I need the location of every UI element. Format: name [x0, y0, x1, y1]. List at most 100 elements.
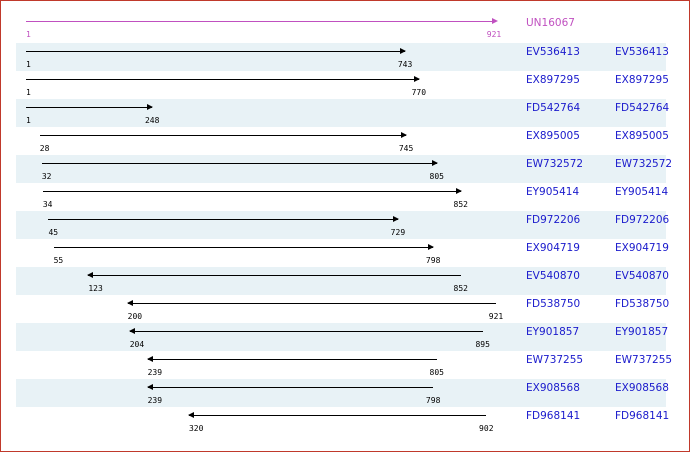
hit-accession-link-alt[interactable]: EV536413: [615, 46, 669, 58]
hit-row: 28 745 EX895005 EX895005: [16, 127, 669, 155]
hit-start-label: 32: [41, 172, 52, 181]
hit-start-label: 1: [26, 60, 31, 69]
hit-accession-link[interactable]: EV536413: [526, 46, 580, 58]
arrow-right-icon: [431, 160, 438, 166]
arrow-right-icon: [147, 104, 154, 110]
arrow-left-icon: [146, 356, 153, 362]
hit-bar: [147, 359, 437, 360]
hit-accession-link-alt[interactable]: EY905414: [615, 186, 669, 198]
hit-accession-link[interactable]: EY901857: [526, 326, 580, 338]
hit-end-label: 852: [453, 284, 468, 293]
hit-bar: [147, 387, 434, 388]
hit-end-label: 729: [390, 228, 406, 237]
arrow-right-icon: [392, 216, 399, 222]
hit-row: 123 852 EV540870 EV540870: [16, 267, 669, 295]
arrow-right-icon: [455, 188, 462, 194]
hit-start-label: 239: [147, 368, 163, 377]
query-bar: [26, 21, 496, 22]
hit-accession-link[interactable]: EX908568: [526, 382, 580, 394]
hit-bar: [88, 275, 461, 276]
hit-start-label: 1: [26, 116, 31, 125]
hit-accession-link[interactable]: FD972206: [526, 214, 581, 226]
hit-row: 32 805 EW732572 EW732572: [16, 155, 672, 183]
hit-accession-link-alt[interactable]: EX908568: [615, 382, 669, 394]
arrow-right-icon: [413, 76, 420, 82]
hit-start-label: 320: [188, 424, 204, 433]
arrow-left-icon: [146, 384, 153, 390]
hit-accession-link-alt[interactable]: EX897295: [615, 74, 669, 86]
hit-bar: [48, 219, 398, 220]
hit-accession-link-alt[interactable]: FD972206: [615, 214, 670, 226]
hit-accession-link-alt[interactable]: FD542764: [615, 102, 670, 114]
hit-row: 320 902 FD968141 FD968141: [16, 407, 670, 435]
hit-end-label: 745: [398, 144, 414, 153]
hit-accession-link[interactable]: EX895005: [526, 130, 580, 142]
hit-end-label: 805: [429, 368, 444, 377]
query-accession: UN16067: [526, 17, 575, 29]
hit-bar: [129, 331, 483, 332]
hit-accession-link-alt[interactable]: EX904719: [615, 242, 669, 254]
hit-end-label: 743: [397, 60, 413, 69]
hit-end-label: 895: [475, 340, 490, 349]
hit-row: 45 729 FD972206 FD972206: [16, 211, 670, 239]
hit-end-label: 770: [411, 88, 427, 97]
hit-accession-link[interactable]: EV540870: [526, 270, 580, 282]
hit-accession-link[interactable]: EY905414: [526, 186, 580, 198]
hit-accession-link-alt[interactable]: FD538750: [615, 298, 670, 310]
hit-accession-link-alt[interactable]: EV540870: [615, 270, 669, 282]
hit-accession-link[interactable]: EX897295: [526, 74, 580, 86]
hit-row: 1 248 FD542764 FD542764: [16, 99, 670, 127]
hit-start-label: 123: [88, 284, 103, 293]
hit-accession-link[interactable]: EX904719: [526, 242, 580, 254]
hit-accession-link-alt[interactable]: EY901857: [615, 326, 669, 338]
hit-start-label: 34: [42, 200, 53, 209]
hit-start-label: 239: [147, 396, 163, 405]
arrow-right-icon: [428, 244, 435, 250]
hit-bar: [26, 51, 406, 52]
hit-accession-link[interactable]: EW737255: [526, 354, 584, 366]
hit-start-label: 28: [39, 144, 50, 153]
hit-start-label: 1: [26, 88, 31, 97]
hit-bar: [127, 303, 496, 304]
hit-row: 1 743 EV536413 EV536413: [16, 43, 669, 71]
hit-end-label: 852: [453, 200, 468, 209]
hit-accession-link[interactable]: EW732572: [526, 158, 584, 170]
hit-end-label: 902: [479, 424, 494, 433]
hit-end-label: 921: [488, 312, 504, 321]
query-start-label: 1: [26, 30, 31, 39]
hit-row: 55 798 EX904719 EX904719: [16, 239, 669, 267]
hit-row: 239 805 EW737255 EW737255: [16, 351, 672, 379]
hit-start-label: 45: [48, 228, 59, 237]
hit-start-label: 55: [53, 256, 64, 265]
hit-row: 1 770 EX897295 EX897295: [16, 71, 669, 99]
hit-bar: [188, 415, 487, 416]
arrow-left-icon: [87, 272, 94, 278]
hit-accession-link-alt[interactable]: EW732572: [615, 158, 673, 170]
hit-bar: [41, 163, 437, 164]
hit-row: 34 852 EY905414 EY905414: [16, 183, 669, 211]
query-end-label: 921: [486, 30, 502, 39]
query-row: 1 921 UN16067: [1, 1, 689, 43]
hit-row: 204 895 EY901857 EY901857: [16, 323, 669, 351]
hit-start-label: 204: [129, 340, 145, 349]
hit-accession-link-alt[interactable]: EX895005: [615, 130, 669, 142]
hit-end-label: 805: [429, 172, 444, 181]
arrow-left-icon: [187, 412, 194, 418]
hit-end-label: 248: [144, 116, 160, 125]
hit-bar: [42, 191, 461, 192]
hit-start-label: 200: [127, 312, 143, 321]
hit-accession-link[interactable]: FD968141: [526, 410, 581, 422]
hit-end-label: 798: [425, 256, 441, 265]
hit-accession-link-alt[interactable]: EW737255: [615, 354, 673, 366]
arrow-right-icon: [400, 48, 407, 54]
arrow-right-icon: [401, 132, 408, 138]
arrow-left-icon: [126, 300, 133, 306]
hit-accession-link[interactable]: FD538750: [526, 298, 581, 310]
hit-accession-link[interactable]: FD542764: [526, 102, 581, 114]
hit-row: 200 921 FD538750 FD538750: [16, 295, 670, 323]
query-arrow-icon: [492, 18, 498, 24]
hit-accession-link-alt[interactable]: FD968141: [615, 410, 670, 422]
hit-bar: [26, 79, 419, 80]
hit-bar: [26, 107, 153, 108]
